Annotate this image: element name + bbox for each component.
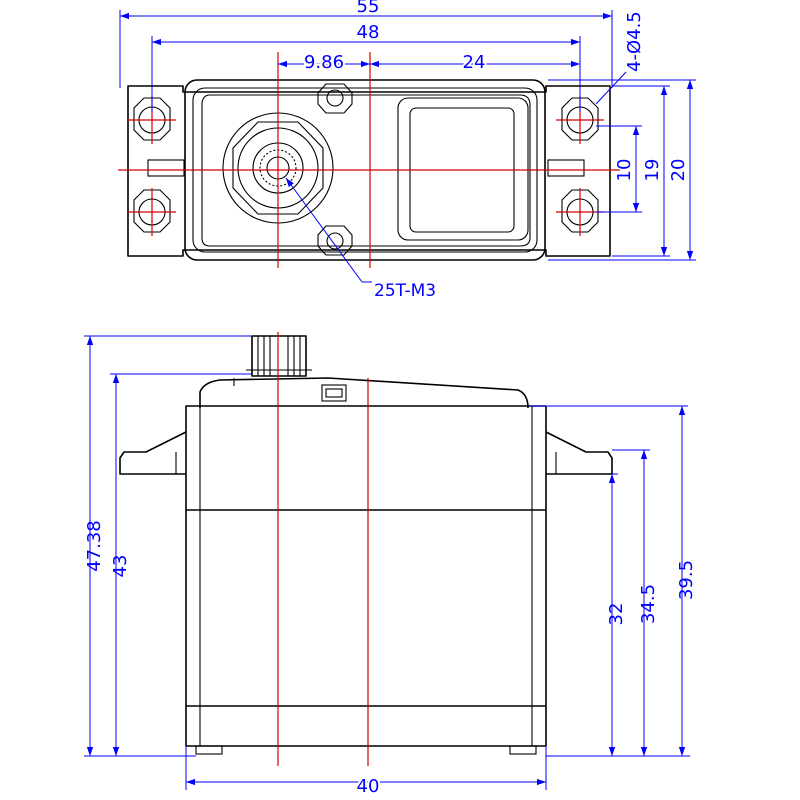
side-flange-right [545,431,613,475]
cover-tab [321,384,347,402]
callout-mount-holes: 4-Ø4.5 [595,11,645,105]
cover-screw-bottom [317,225,353,256]
dim-label-9-86: 9.86 [304,52,344,73]
foot-left [195,745,223,755]
dim-label-47-38: 47.38 [84,520,105,572]
side-flange-left [119,431,187,475]
dim-label-40: 40 [357,776,380,797]
cover-tab-inner [325,388,343,398]
dim-label-43: 43 [110,555,131,578]
cover-screw-top [317,83,353,114]
dim-label-39-5: 39.5 [676,560,697,600]
dim-flange-width: 20 [548,79,696,261]
dim-body-width: 19 [612,85,670,257]
dim-label-55: 55 [357,0,380,17]
dim-label-19: 19 [642,159,663,182]
dim-top-cover-to-base: 39.5 [530,405,697,756]
dim-label-10: 10 [614,159,635,182]
label-mount-holes: 4-Ø4.5 [624,11,645,72]
dim-label-32: 32 [606,603,627,626]
side-case-body [185,405,547,747]
top-cover [201,94,531,247]
dim-label-34-5: 34.5 [638,584,659,624]
dim-label-20: 20 [668,159,689,182]
output-spline [246,335,312,377]
callout-output-spline: 25T-M3 [285,177,436,301]
dim-label-24: 24 [463,52,486,73]
dim-overall-length: 55 [119,0,613,88]
flange-slot-left [147,159,185,177]
right-window-outer [397,97,529,241]
dim-label-48: 48 [357,22,380,43]
top-view: 55 48 9.86 24 4-Ø4.5 25T-M3 [118,0,696,301]
dim-hole-spacing-vertical: 10 [596,125,642,213]
dim-shaft-offsets: 9.86 24 [278,50,580,75]
dim-flange-top-to-base: 34.5 [612,449,659,756]
label-output-spline: 25T-M3 [374,281,436,301]
dim-case-height: 43 [110,373,252,756]
dim-flange-to-base: 32 [546,473,690,757]
mounting-flange [127,85,611,257]
flange-slot-right [547,159,585,177]
dim-mount-hole-spacing: 48 [151,22,581,112]
side-view: 47.38 43 32 34.5 39.5 [84,332,697,799]
side-top-cover [199,377,529,409]
dim-total-height: 47.38 [84,335,252,757]
foot-right [509,745,537,755]
dim-body-length: 40 [185,746,547,799]
